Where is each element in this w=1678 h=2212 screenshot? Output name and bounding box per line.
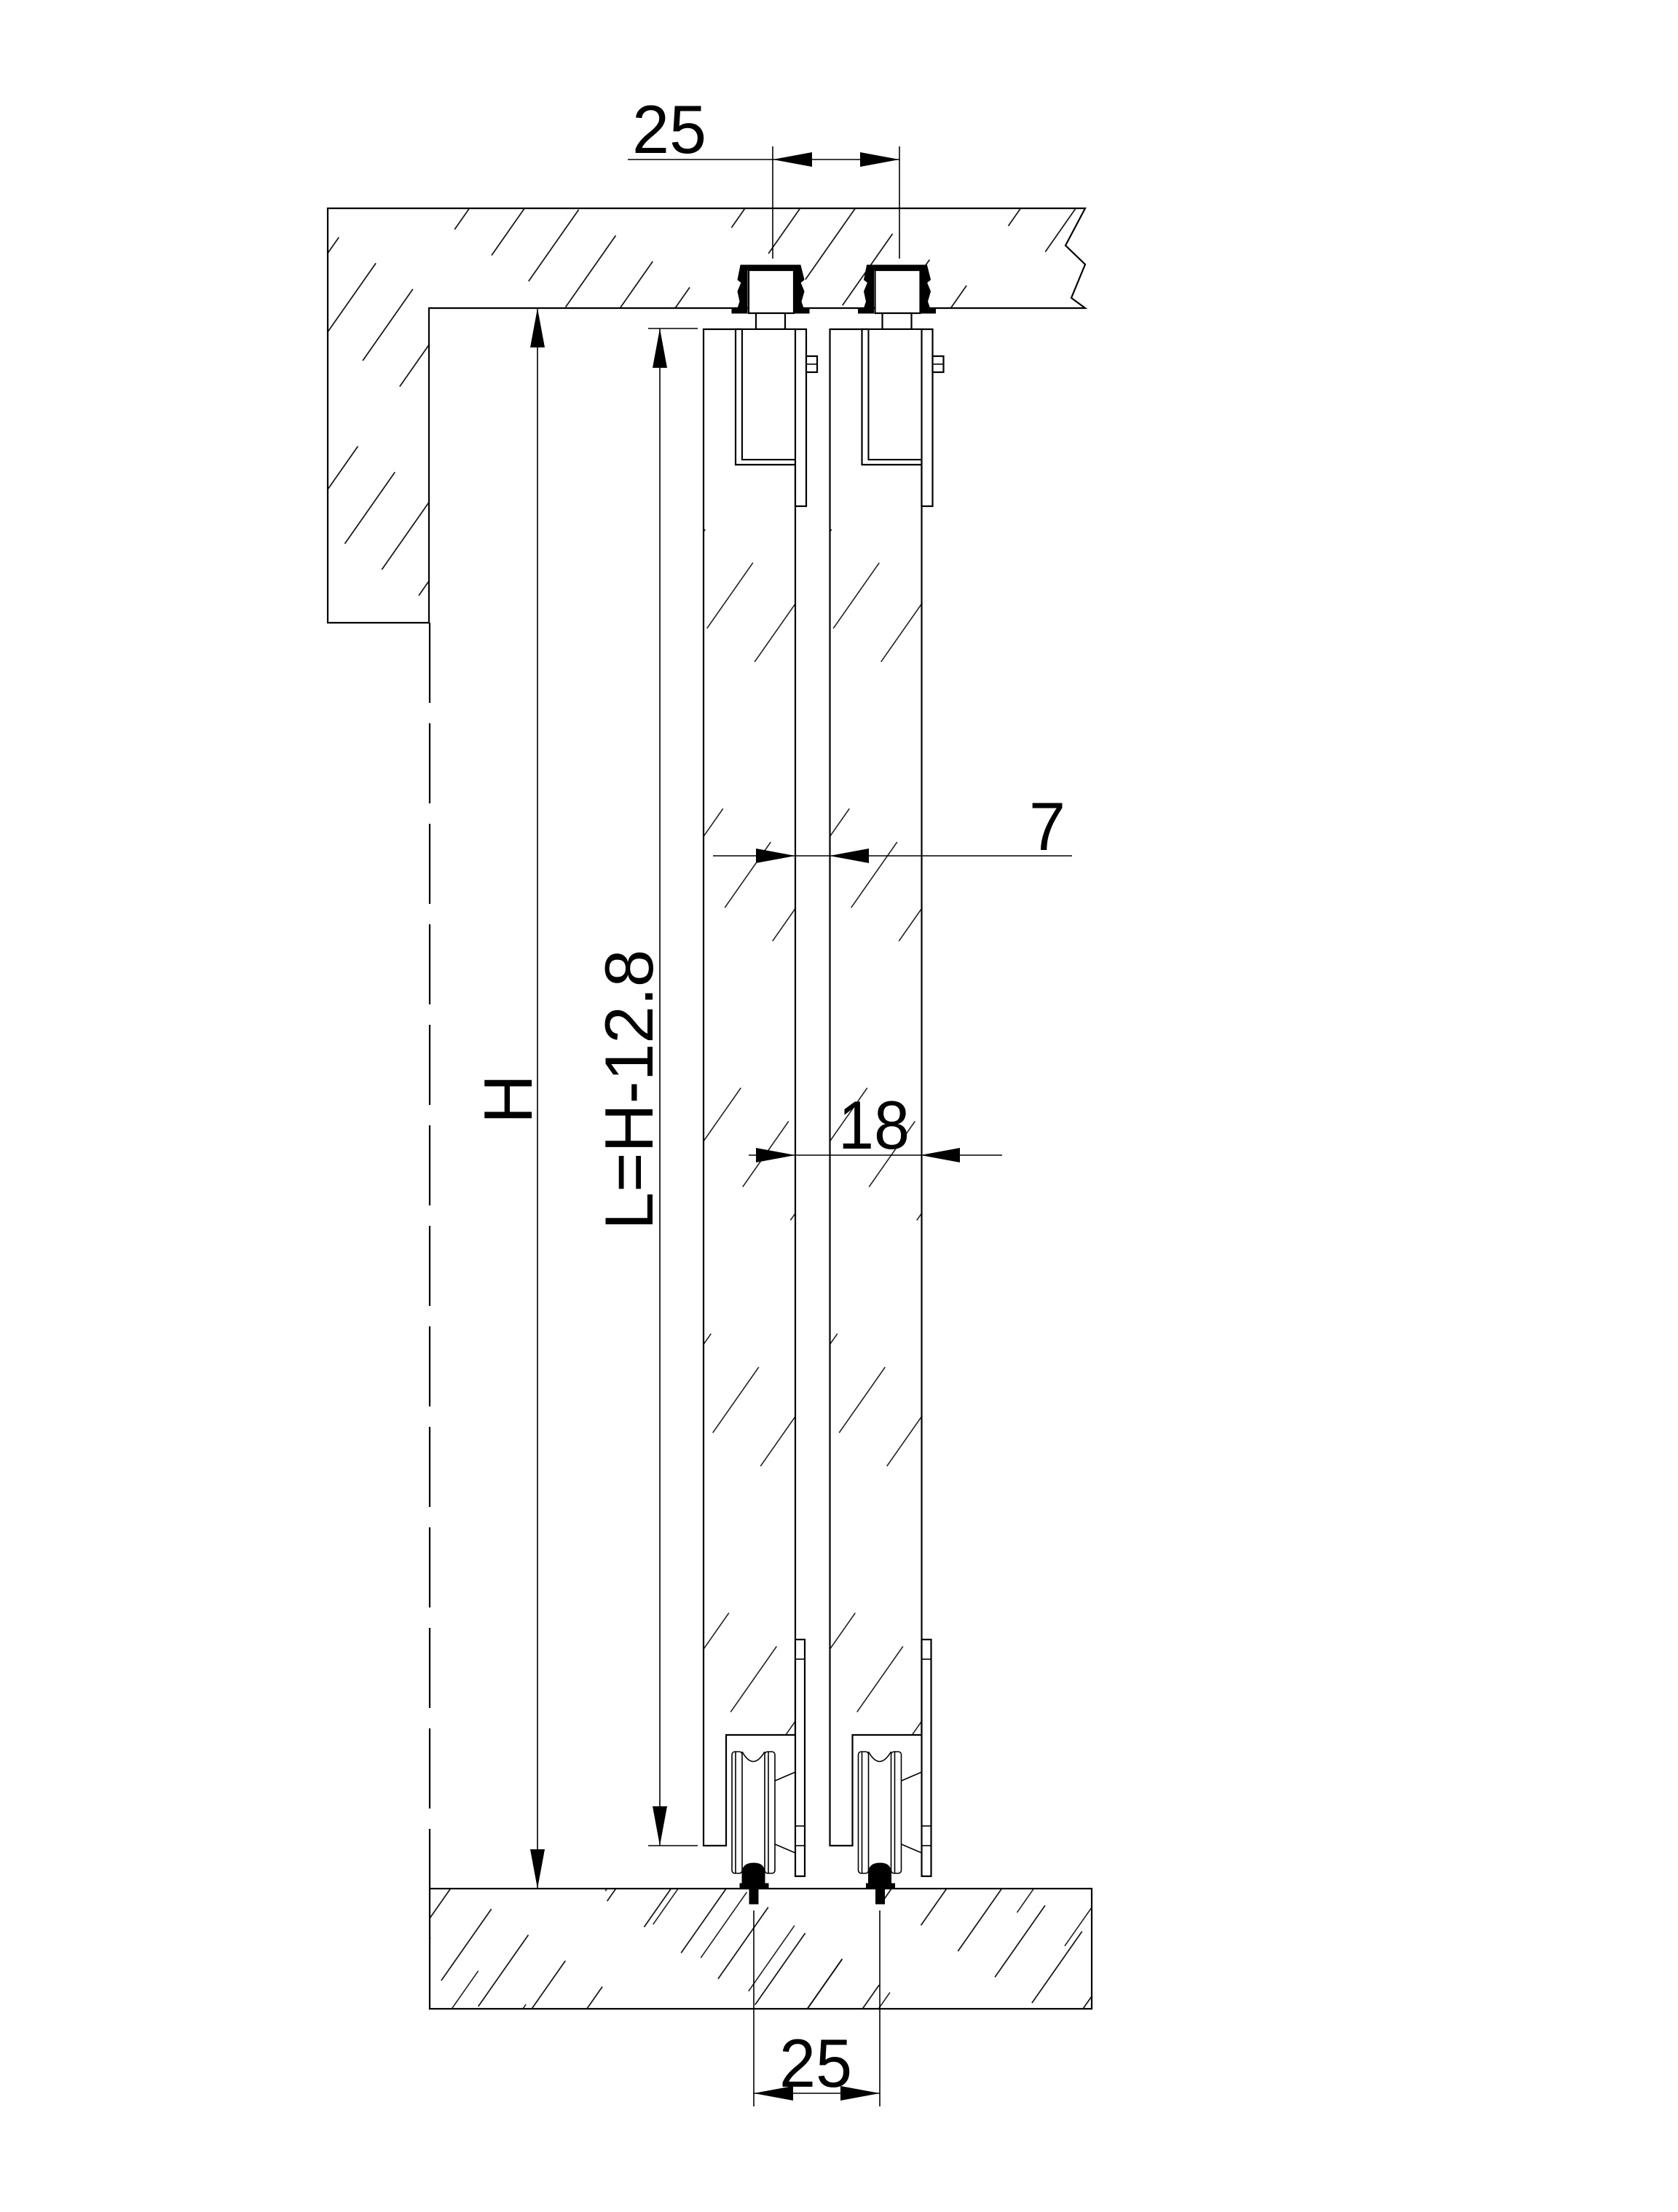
door-assembly-front [702,264,819,1905]
floor-hatch-dense [430,1889,1092,2009]
bottom-wheel-icon [857,1751,922,1874]
bottom-fixing-plate [921,1638,932,1878]
arrowhead-left-icon [773,152,812,167]
arrowhead-left-icon [830,849,869,863]
floor-guide-icon [739,1862,769,1905]
arrowhead-left-icon [754,2086,793,2101]
dimension-opening-height: H [470,308,546,1889]
hanger-stem [755,312,787,331]
top-hanger-cavity [869,330,921,459]
ceiling-outline [326,207,1088,624]
arrowhead-right-icon [756,849,795,863]
ceiling-hatch [328,208,1085,623]
floor-guide-icon [866,1862,895,1905]
dim-label-door-length: L=H-12.8 [591,950,667,1230]
track-insert [747,269,795,315]
top-fixing-plate [921,328,934,508]
hanger-stem [881,312,913,331]
arrowhead-up-icon [653,328,667,368]
arrowhead-right-icon [756,1148,795,1162]
dim-label-top-track: 25 [632,91,706,168]
track-insert [874,269,921,315]
arrowhead-right-icon [860,152,899,167]
arrowhead-left-icon [921,1148,960,1162]
dim-label-opening-height: H [470,1074,546,1124]
dimension-door-gap: 7 [713,788,1072,865]
arrowhead-down-icon [653,1806,667,1846]
top-hanger-cavity [743,330,795,459]
ceiling-slab [326,207,1088,624]
floor-slab [428,1887,1093,2010]
door-panel-hatch [704,329,795,1846]
dimension-arrows [530,152,960,2101]
dim-label-door-gap: 7 [1029,788,1066,865]
dimension-door-length: L=H-12.8 [591,328,698,1846]
top-fixing-plate [794,328,808,508]
dim-label-door-thickness: 18 [838,1087,910,1163]
arrowhead-down-icon [530,1849,545,1889]
dimension-door-thickness: 18 [749,1087,1002,1163]
arrowhead-right-icon [840,2086,880,2101]
arrowhead-up-icon [530,308,545,347]
dimension-top-track: 25 [628,91,900,259]
bottom-wheel-icon [731,1751,796,1874]
bottom-fixing-plate [794,1638,806,1878]
door-panel-hatch [830,329,922,1846]
door-assembly-rear [829,264,945,1905]
